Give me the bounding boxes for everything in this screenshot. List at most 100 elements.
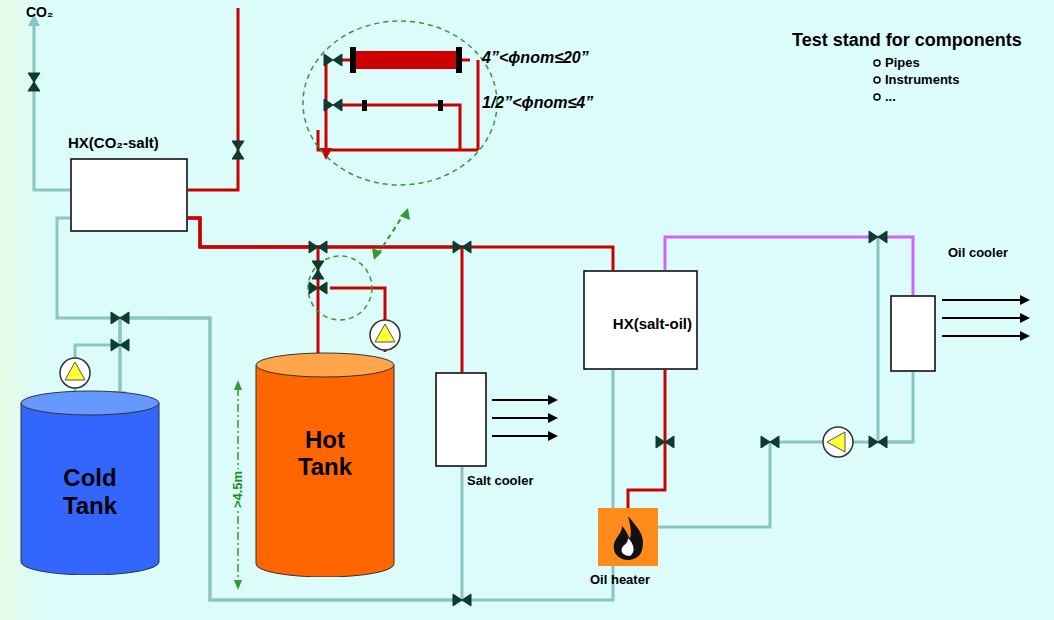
pipe-connector: [188, 218, 462, 372]
pipe-line: [665, 237, 913, 295]
equipment-label: HX(CO₂-salt): [68, 134, 159, 151]
salt-feed-pipe: [188, 8, 238, 190]
equipment-box: Salt cooler: [435, 372, 487, 467]
detail-leader: [378, 214, 404, 254]
detail-marker: [308, 256, 372, 320]
pipe-label: 4”<ϕnom≤20”: [482, 49, 589, 67]
pump-symbol: [823, 427, 853, 457]
pipe-connector: [188, 218, 324, 366]
flame-core: [621, 538, 633, 556]
valve-symbol: [318, 241, 327, 253]
valve-symbol: [324, 99, 333, 111]
valve-symbol: [462, 594, 471, 606]
valve-symbol: [878, 436, 887, 448]
arrow-head: [320, 148, 332, 160]
valve-symbol: [309, 282, 318, 294]
large-test-pipe: [352, 51, 460, 69]
valve-symbol: [333, 99, 342, 111]
valve-symbol: [312, 270, 324, 279]
arrow-head: [372, 248, 382, 260]
bullets: [874, 60, 880, 100]
valve-symbol: [453, 241, 462, 253]
node-outline: [890, 295, 936, 372]
box-outline: [436, 373, 486, 466]
storage-tank: Hot Tank: [255, 352, 395, 577]
equipment-box: Oil cooler: [890, 295, 936, 372]
title: Test stand for components: [792, 30, 1022, 51]
pipe-connector: [114, 318, 613, 600]
test-pipe: [477, 60, 480, 150]
flame-symbol: [614, 516, 643, 560]
valve-symbol: [761, 436, 770, 448]
tank-body: [21, 403, 159, 575]
co2-pipe: [34, 24, 70, 190]
pipe-line: [188, 218, 613, 270]
valve-symbol: [28, 82, 40, 91]
pump-impeller: [827, 432, 845, 452]
valve-symbol: [232, 150, 244, 159]
valve-symbol: [309, 241, 318, 253]
dimension-label: >4.5m: [230, 469, 245, 510]
valve-symbol: [878, 231, 887, 243]
valve-symbol: [453, 594, 462, 606]
flange: [438, 100, 443, 111]
valve-symbol: [318, 282, 327, 294]
valve-symbol: [333, 54, 342, 66]
pipe-line: [120, 318, 613, 600]
equipment-box: HX(salt-oil): [583, 270, 698, 370]
valve-symbol: [656, 436, 665, 448]
arrow-head: [234, 380, 242, 390]
pump-symbol: [370, 320, 400, 350]
node-outline: [70, 158, 188, 232]
tank-top: [256, 353, 394, 377]
pipe-label: 1/2”<ϕnom≤4”: [482, 94, 593, 112]
valve-symbol: [462, 241, 471, 253]
valve-symbol: [665, 436, 674, 448]
pump-symbol: [60, 358, 90, 388]
equipment-label: HX(salt-oil): [613, 315, 692, 332]
valve-symbol: [324, 54, 333, 66]
arrow-head: [400, 208, 410, 220]
tank-top: [21, 391, 159, 415]
flange: [362, 100, 367, 111]
pipe-connector: [188, 218, 613, 270]
air-arrows: [492, 300, 1022, 436]
tank-body: [256, 365, 394, 577]
test-pipe: [318, 130, 478, 150]
pipe-connector: [628, 370, 665, 508]
pipe-line: [188, 218, 318, 357]
valve-symbol: [111, 339, 120, 351]
storage-tank: Cold Tank: [20, 390, 160, 575]
equipment-box: HX(CO₂-salt): [70, 158, 188, 232]
valve-symbol: [120, 312, 129, 324]
box-outline: [584, 271, 697, 369]
list-item: Instruments: [885, 72, 959, 87]
pipe-line: [57, 218, 120, 402]
node-outline: [598, 508, 658, 566]
node-outline: [435, 372, 487, 467]
flange: [350, 47, 356, 73]
pipe-connector: [114, 318, 462, 600]
box-outline: [891, 296, 935, 371]
pipe-connector: [665, 237, 913, 295]
valve-symbol: [770, 436, 779, 448]
list-item: Pipes: [885, 55, 920, 70]
valve-symbol: [869, 436, 878, 448]
valve-symbol: [120, 339, 129, 351]
pipe-line: [188, 218, 462, 372]
valve-symbol: [111, 312, 120, 324]
arrow-head: [234, 580, 242, 590]
symbols: [28, 54, 928, 606]
detail-callout: [303, 21, 497, 185]
equipment-label: Oil cooler: [948, 245, 1008, 260]
equipment-label: Hot Tank: [280, 426, 370, 481]
list-item: ...: [885, 89, 896, 104]
heater-box: Oil heater: [598, 508, 658, 566]
test-pipe: [338, 105, 460, 150]
pipe-line: [658, 372, 913, 527]
pump-impeller: [65, 362, 85, 380]
pipe-connector: [57, 218, 120, 402]
valve-symbol: [312, 261, 324, 270]
pipe-line: [120, 318, 462, 600]
valve-symbol: [232, 141, 244, 150]
